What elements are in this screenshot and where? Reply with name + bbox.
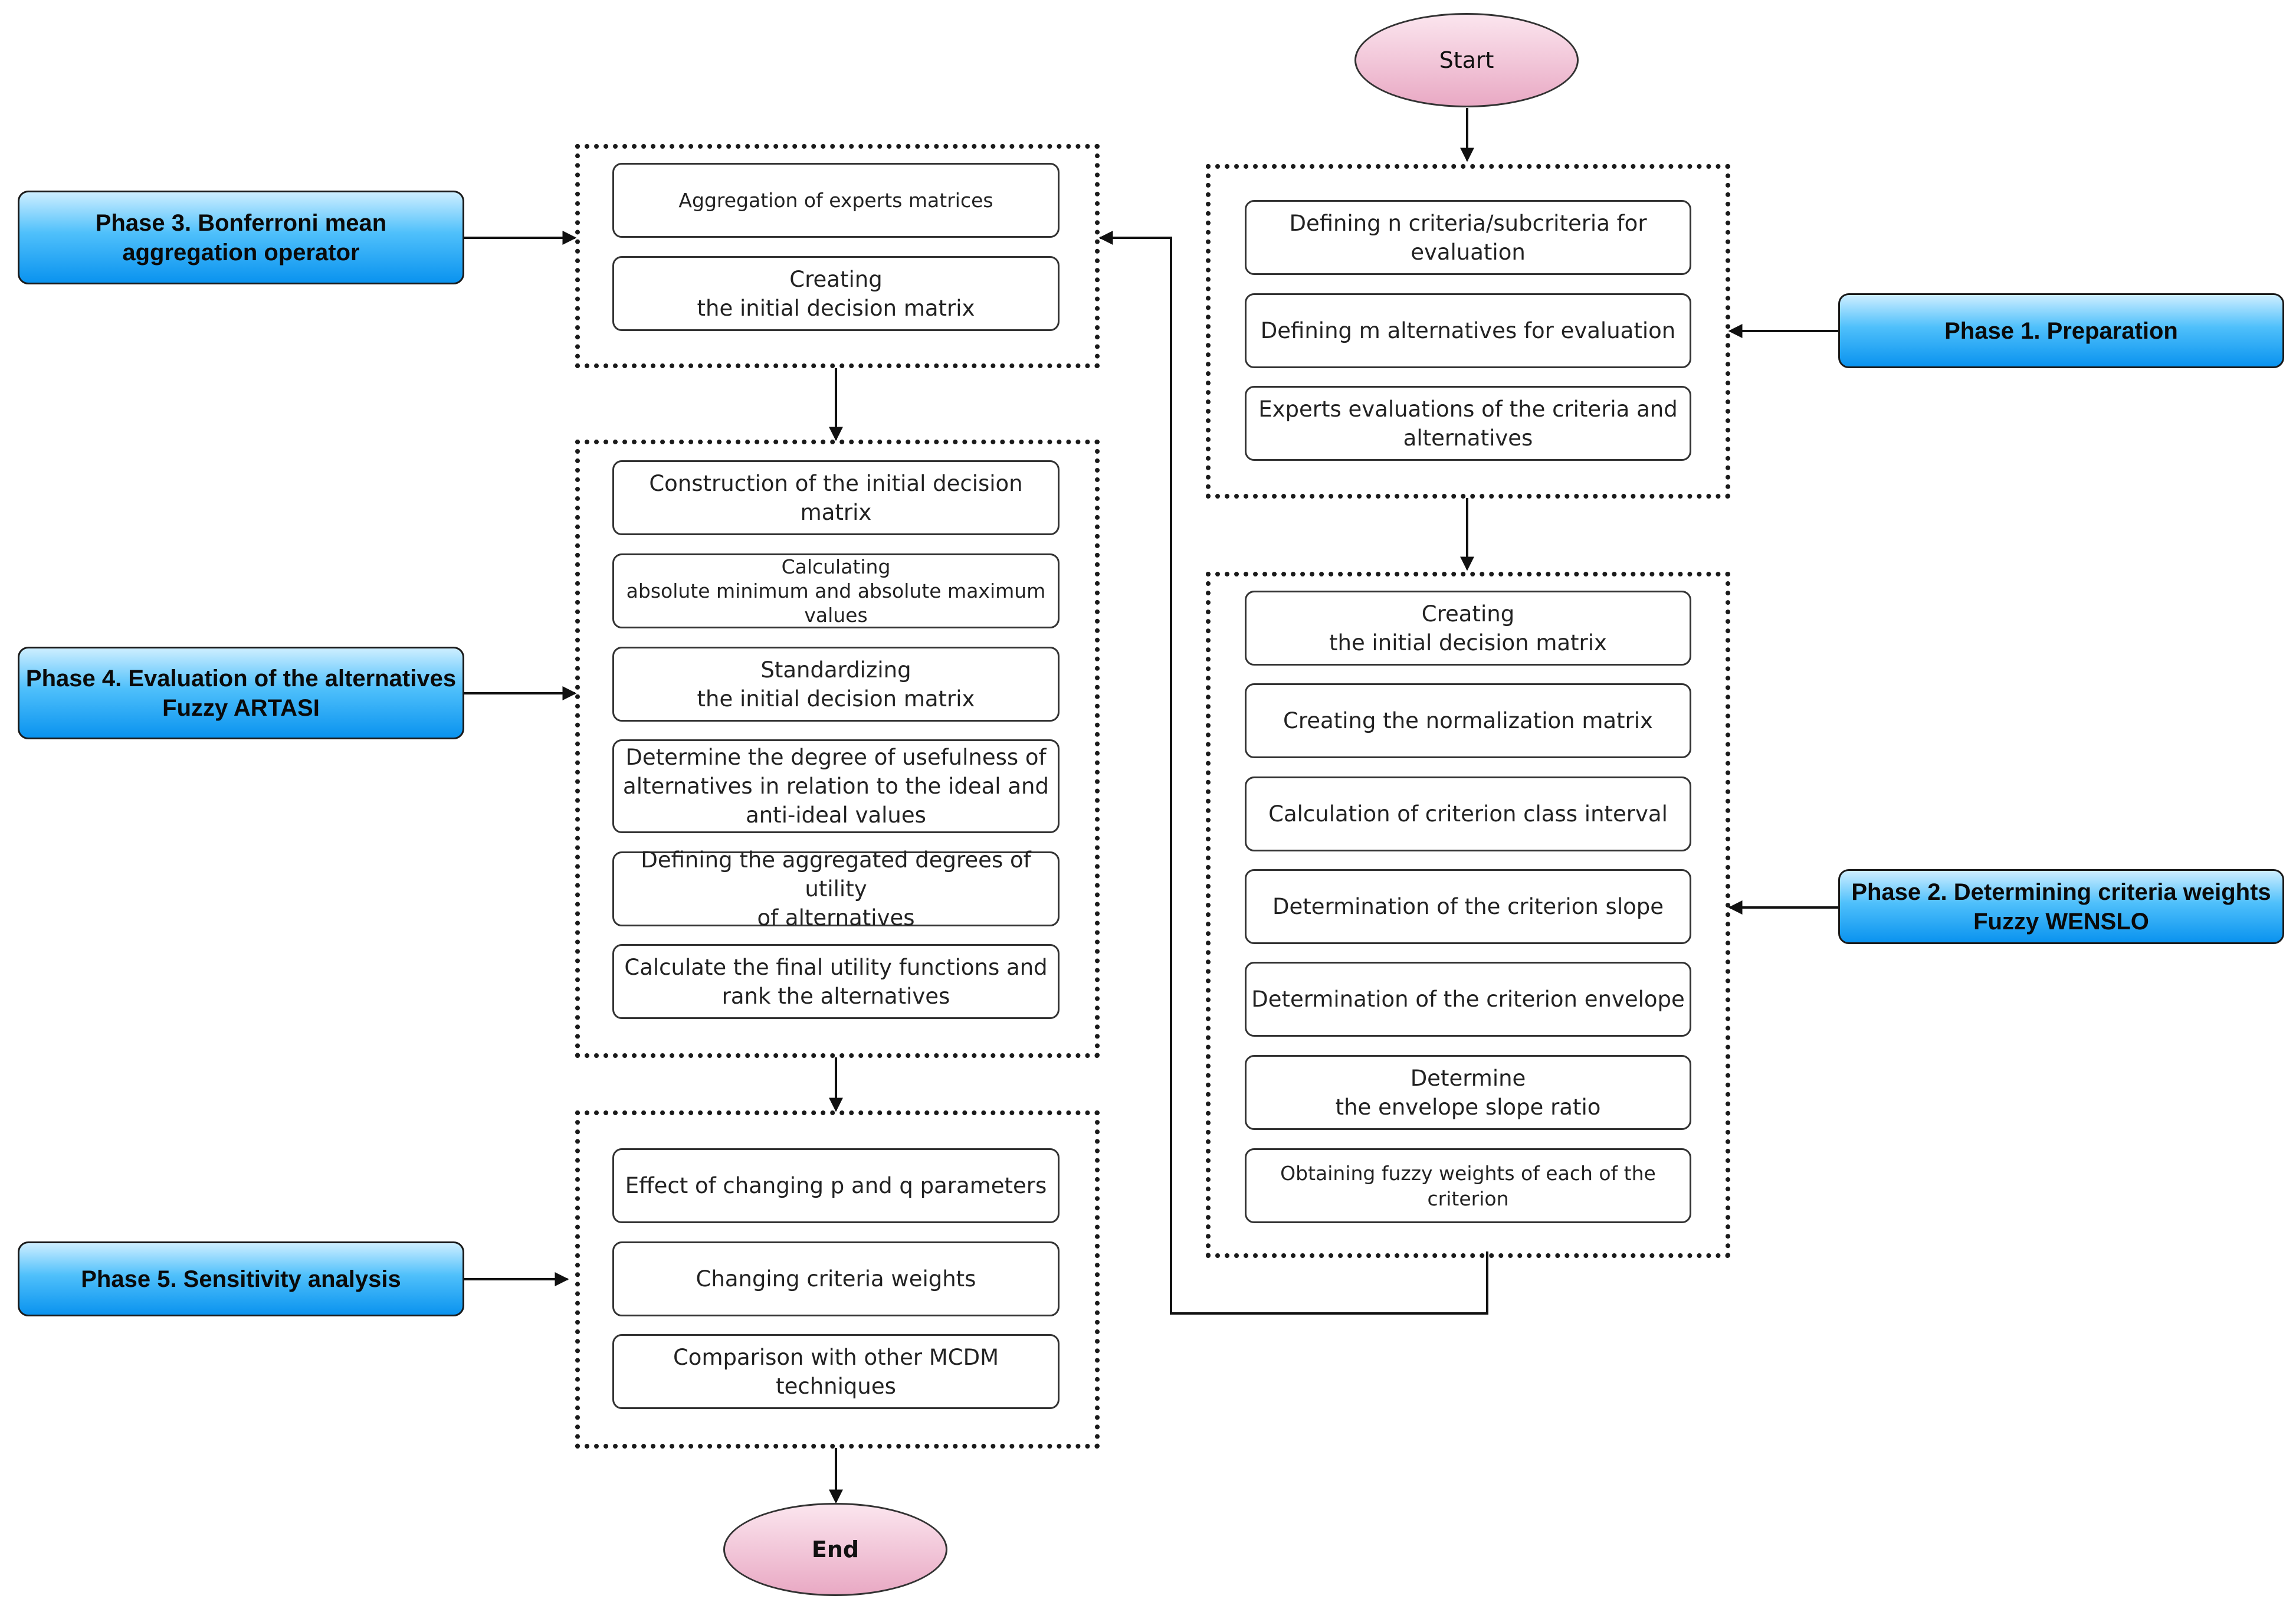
phase2-step: Creating the normalization matrix <box>1245 683 1691 758</box>
phase5-group <box>575 1110 1100 1449</box>
phase4-label: Phase 4. Evaluation of the alternatives … <box>18 647 464 739</box>
phase1-label: Phase 1. Preparation <box>1838 293 2284 368</box>
phase3-label: Phase 3. Bonferroni mean aggregation ope… <box>18 191 464 284</box>
phase1-step: Defining m alternatives for evaluation <box>1245 293 1691 368</box>
start-terminal: Start <box>1354 13 1579 107</box>
phase2-step: Calculation of criterion class interval <box>1245 776 1691 851</box>
phase5-step: Changing criteria weights <box>612 1241 1060 1316</box>
phase2-step: Determine the envelope slope ratio <box>1245 1055 1691 1130</box>
phase1-step: Defining n criteria/subcriteria for eval… <box>1245 200 1691 275</box>
phase2-step: Determination of the criterion slope <box>1245 869 1691 944</box>
phase4-group <box>575 440 1100 1058</box>
end-terminal: End <box>723 1503 947 1596</box>
phase4-step: Determine the degree of usefulness of al… <box>612 739 1060 833</box>
phase5-step: Comparison with other MCDM techniques <box>612 1334 1060 1409</box>
phase4-step: Construction of the initial decision mat… <box>612 460 1060 535</box>
phase3-group <box>575 144 1100 368</box>
phase4-step: Calculating absolute minimum and absolut… <box>612 553 1060 628</box>
phase4-step: Calculate the final utility functions an… <box>612 944 1060 1019</box>
phase1-step: Experts evaluations of the criteria and … <box>1245 386 1691 461</box>
arrow-phase2-to-phase3 <box>1098 231 1488 1315</box>
phase2-group <box>1206 572 1730 1258</box>
phase2-step: Creating the initial decision matrix <box>1245 591 1691 666</box>
phase3-step: Aggregation of experts matrices <box>612 163 1060 238</box>
phase4-step: Standardizing the initial decision matri… <box>612 647 1060 722</box>
phase2-label: Phase 2. Determining criteria weights Fu… <box>1838 869 2284 944</box>
phase2-step: Determination of the criterion envelope <box>1245 962 1691 1037</box>
phase4-step: Defining the aggregated degrees of utili… <box>612 847 1060 930</box>
phase3-step: Creating the initial decision matrix <box>612 256 1060 331</box>
phase2-step: Obtaining fuzzy weights of each of the c… <box>1245 1148 1691 1223</box>
phase5-step: Effect of changing p and q parameters <box>612 1148 1060 1223</box>
phase5-label: Phase 5. Sensitivity analysis <box>18 1241 464 1316</box>
phase1-group <box>1206 164 1730 499</box>
